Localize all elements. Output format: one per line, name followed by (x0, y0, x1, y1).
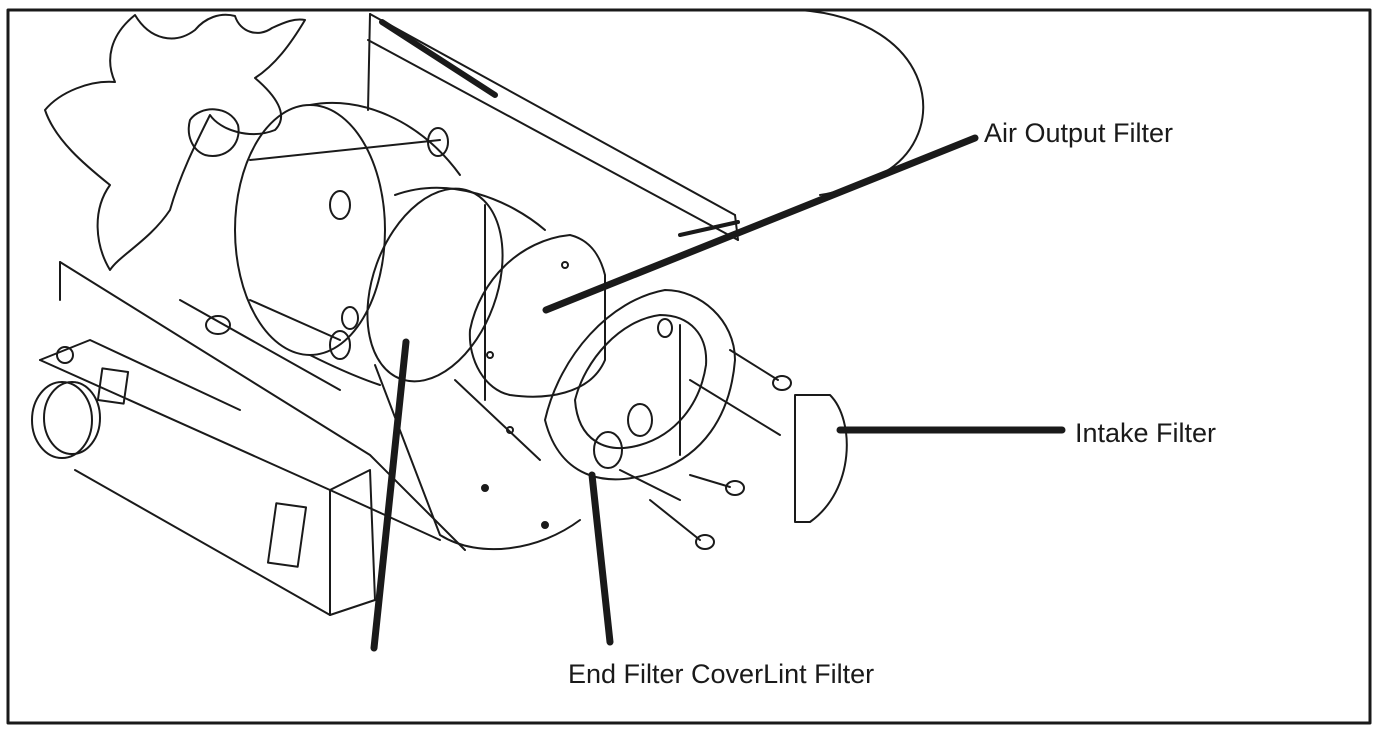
fan-blades (44, 13, 306, 271)
control-knob (31, 381, 101, 459)
leader-end-filter-cover (370, 338, 410, 652)
leader-air-output-filter (542, 134, 979, 314)
intake-filter-part (794, 394, 848, 523)
end-filter-cover-part (544, 289, 781, 501)
end-filter-cover-lint-filter-label: End Filter CoverLint Filter (568, 659, 875, 689)
screws (649, 349, 792, 550)
air-output-filter-label: Air Output Filter (984, 118, 1174, 148)
diagram-frame (6, 8, 1372, 725)
motor (234, 101, 461, 386)
leader-lint-filter (588, 471, 614, 646)
air-output-filter-part (454, 234, 606, 461)
fan-hub (187, 108, 240, 157)
intake-filter-label: Intake Filter (1075, 418, 1217, 448)
